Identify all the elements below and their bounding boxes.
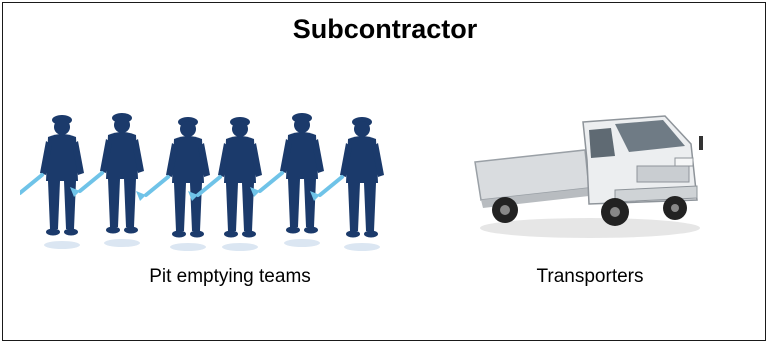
flatbed-truck-illustration xyxy=(474,115,703,238)
diagram-title: Subcontractor xyxy=(292,14,478,44)
caption-transporters: Transporters xyxy=(536,266,644,287)
caption-pit-emptying-teams: Pit emptying teams xyxy=(149,266,311,287)
worker-silhouettes-illustration xyxy=(20,111,386,253)
